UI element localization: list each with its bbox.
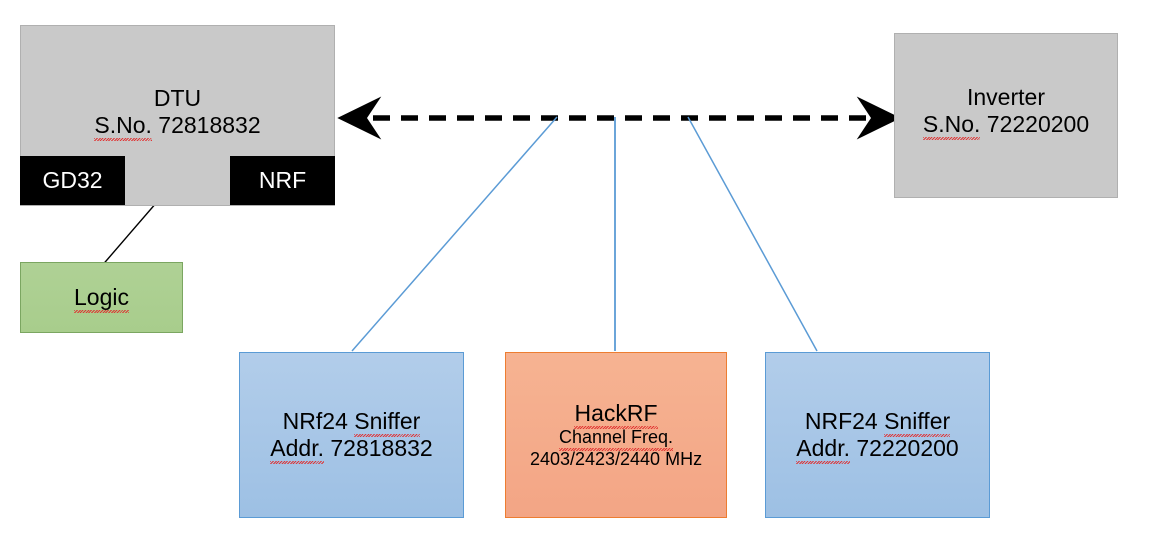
node-nrf[interactable]: NRF: [230, 156, 335, 205]
node-logic[interactable]: Logic: [20, 262, 183, 333]
node-gd32[interactable]: GD32: [20, 156, 125, 205]
inverter-serial: S.No. 72220200: [922, 111, 1090, 141]
dtu-title: DTU: [153, 85, 202, 111]
sniffer-right-addr: Addr. 72220200: [796, 435, 959, 465]
hackrf-title: HackRF: [574, 400, 658, 430]
sniffer-left-title-text: NRf24: [282, 407, 355, 434]
node-sniffer-right[interactable]: NRF24 Sniffer Addr. 72220200: [765, 352, 990, 518]
sniffer-left-title: NRf24 Sniffer: [282, 407, 421, 438]
dtu-serial: S.No. 72818832: [94, 112, 261, 142]
sniffer-right-addr-value: 72220200: [856, 435, 959, 461]
hackrf-frequencies: 2403/2423/2440 MHz: [529, 448, 703, 469]
sniffer-left-addr-value: 72818832: [330, 435, 433, 461]
sniffer-right-title-text: NRF24: [804, 407, 885, 434]
sniffer-right-addr-prefix: Addr.: [796, 435, 850, 465]
gd32-label: GD32: [42, 166, 103, 193]
sniffer-left-title-word: Sniffer: [354, 407, 421, 438]
dtu-serial-prefix: S.No.: [94, 112, 152, 142]
sniffer-left-addr-prefix: Addr.: [270, 435, 324, 465]
sniffer-right-title: NRF24 Sniffer: [804, 407, 951, 438]
sniffer-right-title-word: Sniffer: [884, 407, 951, 438]
node-hackrf[interactable]: HackRF Channel Freq. 2403/2423/2440 MHz: [505, 352, 727, 518]
node-inverter[interactable]: Inverter S.No. 72220200: [894, 33, 1118, 198]
edge-sniffer-right-tap: [687, 116, 818, 352]
logic-label: Logic: [74, 283, 129, 314]
hackrf-subtitle: Channel Freq.: [558, 427, 674, 451]
dtu-serial-number: 72818832: [158, 112, 261, 139]
inverter-serial-prefix: S.No.: [922, 111, 981, 141]
inverter-serial-number: 72220200: [986, 111, 1090, 138]
nrf-label: NRF: [258, 166, 307, 193]
inverter-title: Inverter: [967, 84, 1045, 110]
edge-sniffer-left-tap: [351, 116, 558, 352]
node-sniffer-left[interactable]: NRf24 Sniffer Addr. 72818832: [239, 352, 464, 518]
sniffer-left-addr: Addr. 72818832: [270, 435, 433, 465]
